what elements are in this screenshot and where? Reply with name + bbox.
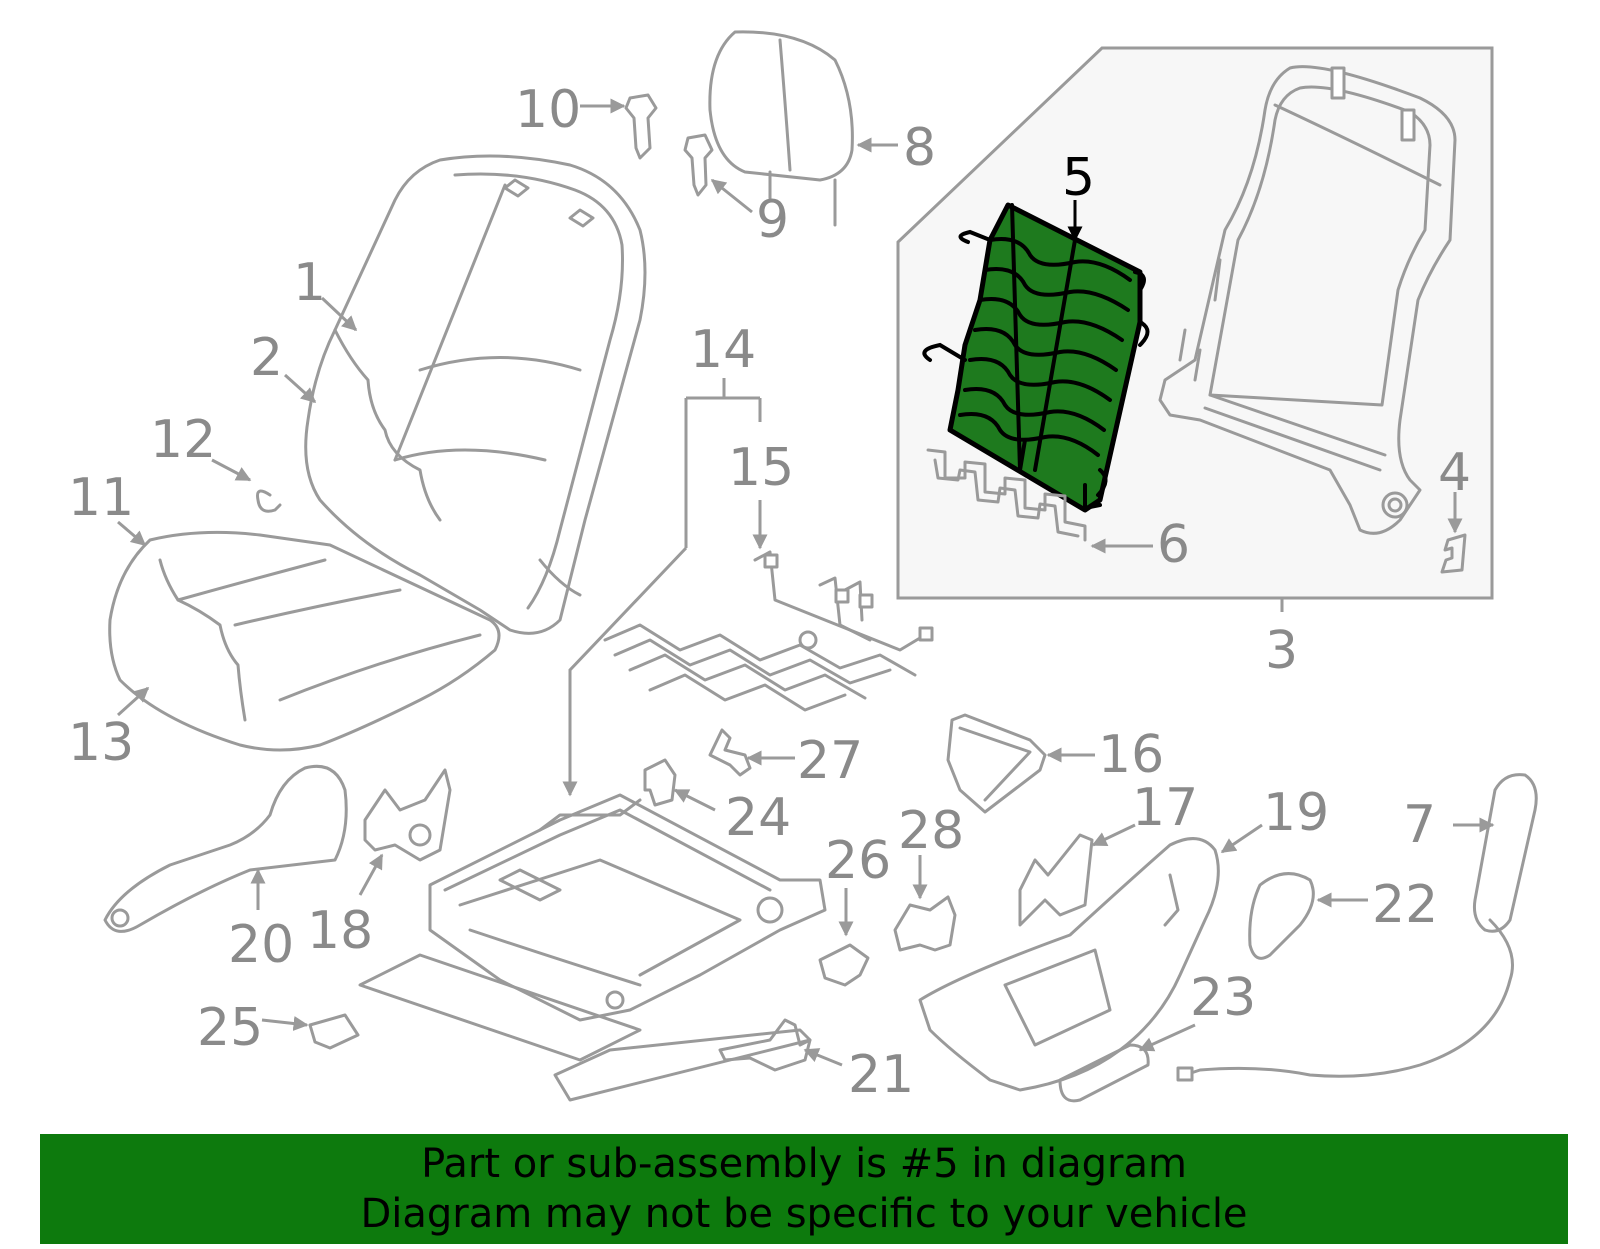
callout-27: 27 xyxy=(797,731,863,791)
part-26-clip xyxy=(818,943,870,987)
callout-7: 7 xyxy=(1403,795,1436,855)
part-23-lever xyxy=(1058,1043,1150,1103)
callout-24: 24 xyxy=(725,788,791,848)
banner-line-1: Part or sub-assembly is #5 in diagram xyxy=(421,1141,1187,1187)
part-9-guide xyxy=(683,133,714,197)
callout-11: 11 xyxy=(68,468,134,528)
callout-2: 2 xyxy=(250,328,283,388)
seat-back-frame xyxy=(1158,65,1457,535)
callout-23: 23 xyxy=(1190,968,1256,1028)
callout-6: 6 xyxy=(1157,515,1190,575)
part-7-switch xyxy=(1176,773,1538,1082)
seat-back-cushion xyxy=(304,154,647,635)
callout-14: 14 xyxy=(690,320,756,380)
callout-25: 25 xyxy=(197,998,263,1058)
part-16-pad xyxy=(946,713,1047,814)
callout-13: 13 xyxy=(68,713,134,773)
callout-26: 26 xyxy=(825,831,891,891)
callout-15: 15 xyxy=(728,438,794,498)
part-27-clip xyxy=(708,728,752,777)
callout-labels: 1 2 3 4 5 6 7 8 9 10 11 12 13 14 15 16 1… xyxy=(68,80,1471,1105)
part-10-guide xyxy=(624,93,658,160)
seat-frame-track xyxy=(358,793,827,1102)
banner-line-2: Diagram may not be specific to your vehi… xyxy=(360,1191,1248,1237)
part-28-clip xyxy=(893,895,957,952)
part-4-clip xyxy=(1440,533,1467,574)
part-6-wire xyxy=(926,448,1087,542)
callout-22: 22 xyxy=(1372,875,1438,935)
callout-21: 21 xyxy=(848,1045,914,1105)
part-20-cover xyxy=(103,764,348,933)
part-12-clip xyxy=(256,489,282,513)
seat-spring-frame xyxy=(603,550,934,712)
part-24-clip xyxy=(643,758,677,807)
callout-12: 12 xyxy=(150,410,216,470)
callout-4: 4 xyxy=(1438,443,1471,503)
leader-lines xyxy=(116,98,1495,1067)
callout-19: 19 xyxy=(1263,783,1329,843)
bracket-14-15 xyxy=(562,378,768,797)
part-19-side-shield xyxy=(918,837,1220,1092)
seat-bottom-cushion xyxy=(108,530,501,752)
part-5-spring-mat-highlighted xyxy=(922,202,1150,513)
callout-9: 9 xyxy=(756,190,789,250)
callout-18: 18 xyxy=(307,901,373,961)
part-22-knob xyxy=(1248,872,1315,960)
callout-8: 8 xyxy=(903,118,936,178)
callout-20: 20 xyxy=(228,915,294,975)
part-25-clip xyxy=(308,1013,360,1050)
part-17-bracket xyxy=(1018,833,1094,927)
callout-28: 28 xyxy=(898,801,964,861)
callout-5: 5 xyxy=(1062,148,1095,208)
callout-1: 1 xyxy=(293,253,326,313)
callout-3: 3 xyxy=(1265,621,1298,681)
headrest xyxy=(708,30,854,227)
callout-10: 10 xyxy=(515,80,581,140)
callout-17: 17 xyxy=(1132,778,1198,838)
info-banner: Part or sub-assembly is #5 in diagram Di… xyxy=(40,1134,1568,1244)
part-21-bracket xyxy=(718,1018,812,1072)
callout-16: 16 xyxy=(1098,725,1164,785)
part-18-bracket xyxy=(363,768,452,862)
